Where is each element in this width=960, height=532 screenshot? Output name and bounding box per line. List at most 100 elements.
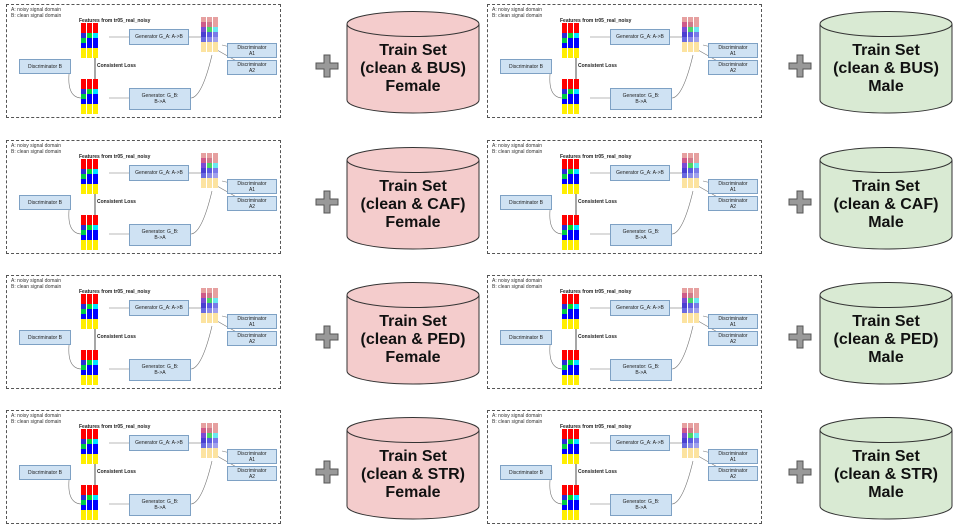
feature-cell [562,500,567,505]
feature-cell [93,360,98,365]
feature-cell [87,299,92,304]
feature-cell [568,184,573,189]
feature-cell [688,158,693,163]
feature-cell [207,313,212,318]
feature-cell [87,500,92,505]
feature-cell [682,158,687,163]
discriminator-b-label: Discriminator B [28,334,62,341]
feature-stack-reconstructed [562,215,579,250]
feature-cell [87,454,92,459]
feature-cell [574,429,579,434]
feature-cell [93,225,98,230]
feature-cell [87,33,92,38]
feature-cell [568,23,573,28]
feature-cell [574,495,579,500]
train-set-label: Train Set(clean & BUS)Male [818,42,954,96]
feature-cell [87,164,92,169]
feature-cell [93,485,98,490]
feature-cell [207,308,212,313]
plus-icon [788,54,812,78]
feature-cell [81,89,86,94]
feature-cell [568,490,573,495]
generator-b-label: Generator: G_B: [141,364,179,370]
feature-column [688,288,693,323]
discriminator-a2-label: Discriminator [237,197,267,204]
feature-cell [87,429,92,434]
feature-cell [574,104,579,109]
feature-cell [213,168,218,173]
feature-cell [201,303,206,308]
train-set-gender: Female [385,78,441,95]
feature-cell [694,173,699,178]
feature-cell [574,449,579,454]
feature-cell [201,47,206,52]
feature-cell [574,53,579,58]
feature-cell [213,438,218,443]
feature-cell [87,309,92,314]
feature-cell [93,89,98,94]
feature-column [201,153,206,188]
generator-b-direction: B->A [635,370,647,376]
feature-cell [694,308,699,313]
feature-column [682,288,687,323]
discriminator-b-box: Discriminator B [19,195,71,210]
feature-cell [93,169,98,174]
feature-cell [87,314,92,319]
feature-stack-reconstructed [562,79,579,114]
feature-cell [688,168,693,173]
feature-column [81,215,86,250]
legend-domain-b: B: clean signal domain [492,149,543,155]
feature-cell [87,495,92,500]
feature-cell [574,164,579,169]
feature-cell [568,230,573,235]
feature-column [562,294,567,329]
feature-column [568,429,573,464]
generator-b-box: Generator: G_B:B->A [129,224,191,246]
feature-cell [81,225,86,230]
feature-cell [574,299,579,304]
feature-cell [568,505,573,510]
train-set-cylinder: Train Set(clean & STR)Male [818,416,954,522]
feature-cell [562,94,567,99]
feature-cell [87,304,92,309]
feature-cell [87,159,92,164]
feature-cell [562,515,567,520]
feature-cell [87,294,92,299]
discriminator-a2-label: Discriminator [237,332,267,339]
feature-cell [574,444,579,449]
feature-cell [201,153,206,158]
feature-cell [694,303,699,308]
feature-cell [93,159,98,164]
feature-cell [207,293,212,298]
consistent-loss-label: Consistent Loss [578,199,617,205]
feature-stack-input [81,23,98,58]
feature-cell [688,163,693,168]
consistent-loss-label: Consistent Loss [97,63,136,69]
feature-cell [87,225,92,230]
discriminator-a1-id: A1 [729,321,737,328]
feature-column [213,423,218,458]
feature-cell [562,89,567,94]
feature-cell [574,159,579,164]
feature-cell [207,433,212,438]
feature-cell [562,104,567,109]
feature-column [201,17,206,52]
feature-cell [568,48,573,53]
feature-cell [682,288,687,293]
feature-cell [574,439,579,444]
feature-cell [213,17,218,22]
feature-cell [207,288,212,293]
legend-domain-a: A: noisy signal domain [11,7,62,13]
feature-column [562,350,567,385]
feature-cell [694,17,699,22]
feature-cell [87,439,92,444]
feature-column [93,79,98,114]
train-set-title: Train Set [379,448,447,465]
feature-cell [201,42,206,47]
feature-cell [562,355,567,360]
feature-cell [574,370,579,375]
feature-cell [568,444,573,449]
